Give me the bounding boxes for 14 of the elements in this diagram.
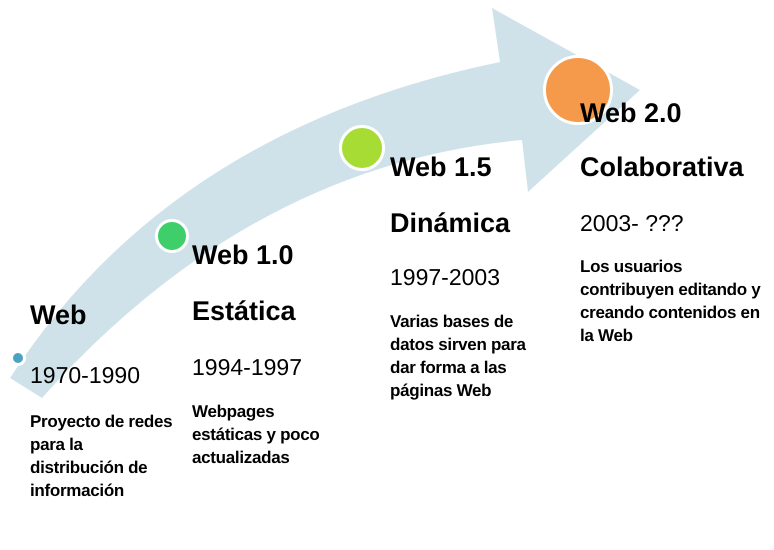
- era-description: Proyecto de redes para la distribución de información: [30, 411, 174, 502]
- date-range: 1970-1990: [30, 362, 140, 389]
- era-heading: Web 1.5: [390, 152, 492, 183]
- era-description: Los usuarios contribuyen editando y creando contenidos en la Web: [580, 256, 762, 347]
- date-range: 1994-1997: [192, 354, 302, 381]
- era-heading: Dinámica: [390, 208, 510, 239]
- era-heading: Web: [30, 300, 87, 331]
- era-description: Varias bases de datos sirven para dar forma a las páginas Web: [390, 311, 527, 402]
- date-range: 1997-2003: [390, 264, 500, 291]
- era-heading: Colaborativa: [580, 152, 744, 183]
- date-range: 2003- ???: [580, 210, 684, 237]
- era-heading: Web 1.0: [192, 240, 294, 271]
- era-heading: Estática: [192, 296, 296, 327]
- era-description: Webpages estáticas y poco actualizadas: [192, 401, 320, 469]
